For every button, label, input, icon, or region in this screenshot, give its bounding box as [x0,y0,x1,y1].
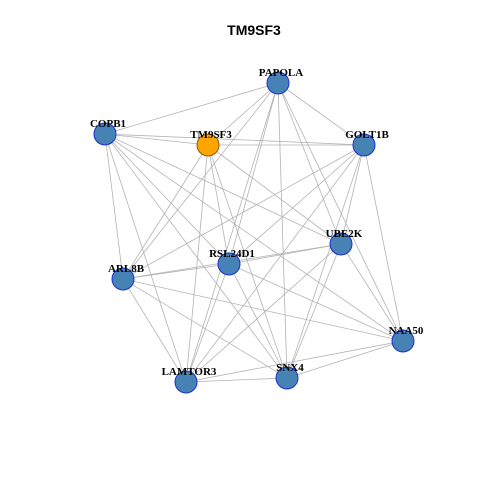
edge-naa50-snx4 [286,340,404,379]
edge-arl8b-snx4 [122,278,288,379]
node-arl8b[interactable] [111,267,135,291]
edge-rsl24d1-snx4 [228,263,288,379]
edge-tm9sf3-snx4 [207,144,288,379]
node-label-snx4: SNX4 [276,362,304,374]
edge-golt1b-lamtor3 [185,144,365,383]
edge-copb1-lamtor3 [104,133,187,383]
edge-papola-lamtor3 [185,82,279,383]
graph-title: TM9SF3 [227,22,281,38]
edge-copb1-golt1b [104,133,365,146]
edge-papola-copb1 [104,82,279,135]
node-tm9sf3[interactable] [196,133,220,157]
edge-golt1b-naa50 [363,144,404,342]
node-label-tm9sf3: TM9SF3 [190,129,232,141]
edge-layer [104,82,404,383]
node-golt1b[interactable] [352,133,376,157]
edge-copb1-rsl24d1 [104,133,230,265]
edge-golt1b-rsl24d1 [228,144,365,265]
node-copb1[interactable] [93,122,117,146]
edge-golt1b-snx4 [286,144,365,379]
node-label-golt1b: GOLT1B [345,129,389,141]
edge-papola-tm9sf3 [207,82,279,146]
node-label-naa50: NAA50 [389,325,424,337]
node-label-papola: PAPOLA [259,67,303,79]
edge-arl8b-lamtor3 [122,278,187,383]
node-ube2k[interactable] [329,232,353,256]
edge-papola-arl8b [122,82,279,280]
node-papola[interactable] [266,71,290,95]
edge-ube2k-snx4 [286,243,342,379]
node-label-rsl24d1: RSL24D1 [209,248,255,260]
edge-rsl24d1-naa50 [228,263,404,342]
edge-tm9sf3-arl8b [122,144,209,280]
edge-tm9sf3-lamtor3 [185,144,209,383]
edge-rsl24d1-lamtor3 [185,263,230,383]
edge-arl8b-naa50 [122,278,404,342]
node-rsl24d1[interactable] [217,252,241,276]
edge-copb1-tm9sf3 [104,133,209,146]
edge-lamtor3-snx4 [185,377,288,383]
edge-papola-ube2k [277,82,342,245]
edge-papola-naa50 [277,82,404,342]
edge-rsl24d1-arl8b [122,263,230,280]
node-snx4[interactable] [275,366,299,390]
edge-ube2k-lamtor3 [185,243,342,383]
edge-golt1b-ube2k [340,144,365,245]
node-label-ube2k: UBE2K [326,228,363,240]
edge-papola-snx4 [277,82,288,379]
edge-copb1-arl8b [104,133,124,280]
edge-ube2k-naa50 [340,243,404,342]
edge-golt1b-arl8b [122,144,365,280]
node-label-copb1: COPB1 [90,118,126,130]
node-naa50[interactable] [391,329,415,353]
edge-papola-golt1b [277,82,365,146]
edge-papola-rsl24d1 [228,82,279,265]
edge-tm9sf3-rsl24d1 [207,144,230,265]
edge-copb1-snx4 [104,133,288,379]
node-label-arl8b: ARL8B [108,263,145,275]
edge-copb1-naa50 [104,133,404,342]
node-lamtor3[interactable] [174,370,198,394]
node-layer [93,71,415,394]
node-label-lamtor3: LAMTOR3 [162,366,217,378]
edge-naa50-lamtor3 [185,340,404,383]
